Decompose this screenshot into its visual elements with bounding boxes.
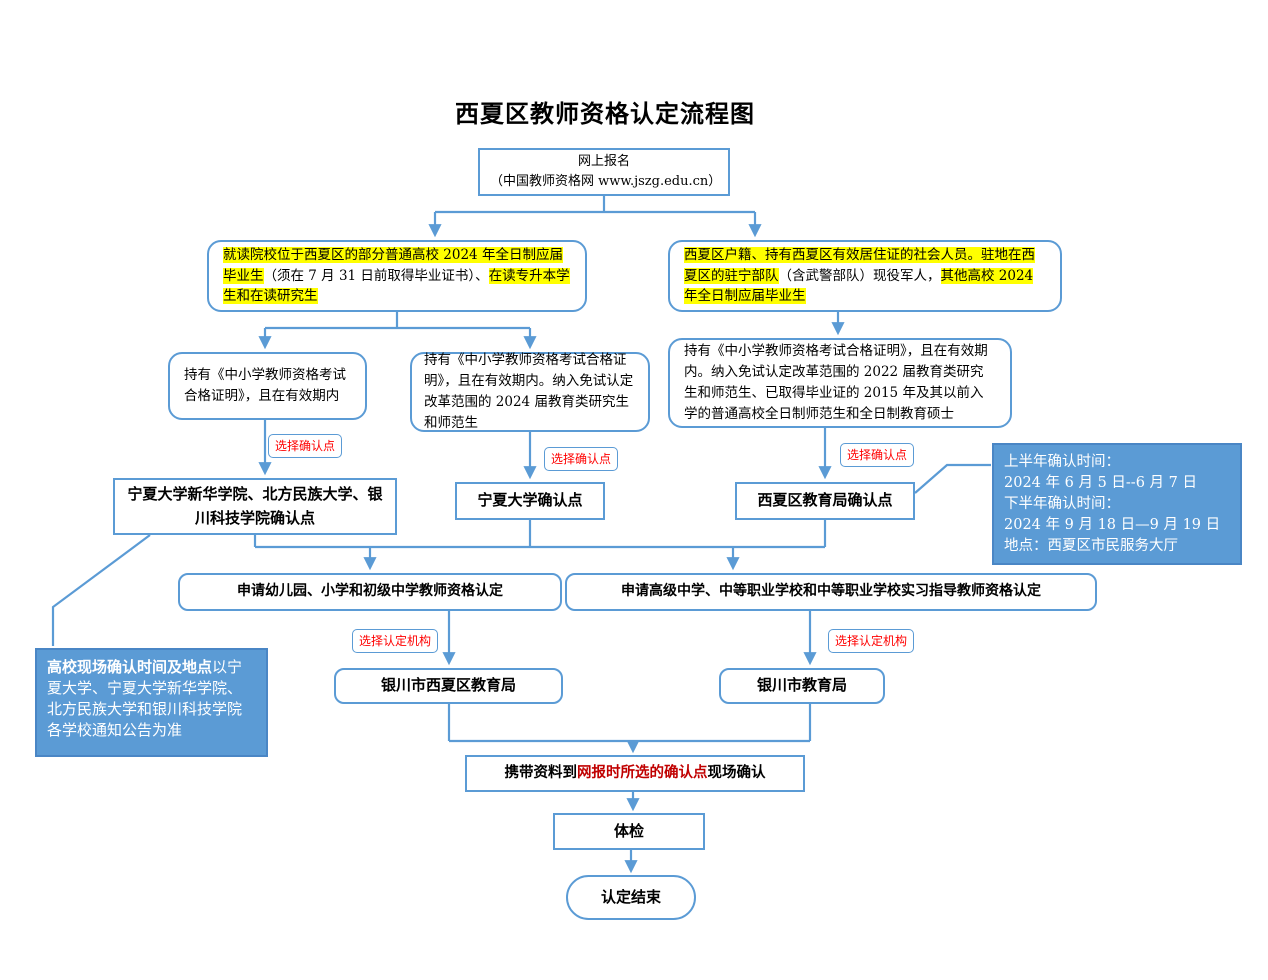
node-applicant-group-right: 西夏区户籍、持有西夏区有效居住证的社会人员。驻地在西夏区的驻宁部队（含武警部队）… (668, 240, 1062, 312)
node-condition-valid-certificate: 持有《中小学教师资格考试合格证明》，且在有效期内 (168, 352, 367, 420)
highlighted-text: 西夏区户籍、持有西夏区有效居住证的社会人员。 (684, 246, 981, 263)
confirm-point-ningxia-univ-text: 宁夏大学确认点 (477, 491, 583, 510)
note-time-line: 地点：西夏区市民服务大厅 (1004, 538, 1178, 554)
note-college-bold: 高校现场确认时间及地点 (47, 658, 213, 676)
label-choose-agency: 选择认定机构 (352, 629, 439, 653)
node-confirm-point-ningxia-univ: 宁夏大学确认点 (455, 482, 605, 520)
node-onsite-confirmation: 携带资料到网报时所选的确认点现场确认 (465, 755, 805, 792)
condition-a-text: 持有《中小学教师资格考试合格证明》，且在有效期内 (184, 367, 346, 404)
page-title: 西夏区教师资格认定流程图 (455, 99, 755, 128)
label-choose-confirm-point: 选择确认点 (268, 434, 343, 458)
node-end: 认定结束 (566, 875, 696, 920)
node-condition-exempt-2024: 持有《中小学教师资格考试合格证明》，且在有效期内。纳入免试认定改革范围的 202… (410, 352, 650, 432)
applicant-group-right-text: 西夏区户籍、持有西夏区有效居住证的社会人员。驻地在西夏区的驻宁部队（含武警部队）… (684, 245, 1046, 308)
note-confirmation-times: 上半年确认时间： 2024 年 6 月 5 日--6 月 7 日 下半年确认时间… (992, 443, 1242, 565)
onsite-seg3: 现场确认 (707, 764, 766, 782)
apply-right-text: 申请高级中学、中等职业学校和中等职业学校实习指导教师资格认定 (621, 583, 1041, 600)
node-applicant-group-left: 就读院校位于西夏区的部分普通高校 2024 年全日制应届毕业生（须在 7 月 3… (207, 240, 587, 312)
confirm-point-xixia-bureau-text: 西夏区教育局确认点 (757, 491, 893, 510)
note-college-onsite-text: 高校现场确认时间及地点以宁夏大学、宁夏大学新华学院、北方民族大学和银川科技学院各… (47, 657, 256, 741)
plain-text: （须在 7 月 31 日前取得毕业证书）、 (263, 267, 489, 284)
physical-exam-text: 体检 (613, 821, 644, 840)
note-time-line: 下半年确认时间： (1004, 496, 1120, 512)
onsite-red-segment: 网报时所选的确认点 (577, 764, 708, 782)
online-registration-line1: 网上报名 (577, 153, 630, 169)
condition-c-text: 持有《中小学教师资格考试合格证明》，且在有效期内。纳入免试认定改革范围的 202… (684, 343, 988, 422)
plain-text: （含武警部队）现役军人， (778, 267, 941, 284)
note-time-line: 2024 年 6 月 5 日--6 月 7 日 (1004, 475, 1197, 491)
bureau-xixia-text: 银川市西夏区教育局 (380, 676, 516, 695)
note-college-onsite: 高校现场确认时间及地点以宁夏大学、宁夏大学新华学院、北方民族大学和银川科技学院各… (35, 648, 268, 757)
node-bureau-xixia: 银川市西夏区教育局 (334, 668, 563, 704)
node-confirm-point-xixia-bureau: 西夏区教育局确认点 (735, 482, 915, 520)
node-online-registration: 网上报名 （中国教师资格网 www.jszg.edu.cn） (478, 148, 730, 196)
flow-arrows (51, 196, 991, 874)
note-time-line: 上半年确认时间： (1004, 454, 1120, 470)
note-college-rest: 以宁夏大学、宁夏大学新华学院、北方民族大学和银川科技学院各学校通知公告为准 (47, 658, 243, 739)
note-time-line: 2024 年 9 月 18 日—9 月 19 日 (1004, 517, 1221, 533)
node-bureau-yinchuan: 银川市教育局 (719, 668, 885, 704)
node-apply-senior-vocational: 申请高级中学、中等职业学校和中等职业学校实习指导教师资格认定 (565, 573, 1097, 611)
apply-left-text: 申请幼儿园、小学和初级中学教师资格认定 (237, 583, 503, 600)
label-choose-confirm-point: 选择确认点 (544, 447, 619, 471)
onsite-confirmation-text: 携带资料到网报时所选的确认点现场确认 (505, 762, 766, 784)
onsite-seg1: 携带资料到 (504, 764, 578, 782)
bureau-yinchuan-text: 银川市教育局 (756, 676, 847, 695)
node-apply-kindergarten-primary: 申请幼儿园、小学和初级中学教师资格认定 (178, 573, 562, 611)
online-registration-line2: （中国教师资格网 www.jszg.edu.cn） (490, 174, 722, 189)
label-choose-agency: 选择认定机构 (828, 629, 915, 653)
node-confirm-point-colleges: 宁夏大学新华学院、北方民族大学、银川科技学院确认点 (113, 478, 397, 535)
confirm-point-colleges-text: 宁夏大学新华学院、北方民族大学、银川科技学院确认点 (127, 485, 383, 527)
node-condition-exempt-2022: 持有《中小学教师资格考试合格证明》，且在有效期内。纳入免试认定改革范围的 202… (668, 338, 1012, 428)
label-choose-confirm-point: 选择确认点 (840, 443, 915, 467)
node-physical-exam: 体检 (553, 813, 705, 850)
applicant-group-left-text: 就读院校位于西夏区的部分普通高校 2024 年全日制应届毕业生（须在 7 月 3… (223, 245, 571, 308)
end-text: 认定结束 (600, 887, 661, 906)
condition-b-text: 持有《中小学教师资格考试合格证明》，且在有效期内。纳入免试认定改革范围的 202… (424, 352, 634, 431)
